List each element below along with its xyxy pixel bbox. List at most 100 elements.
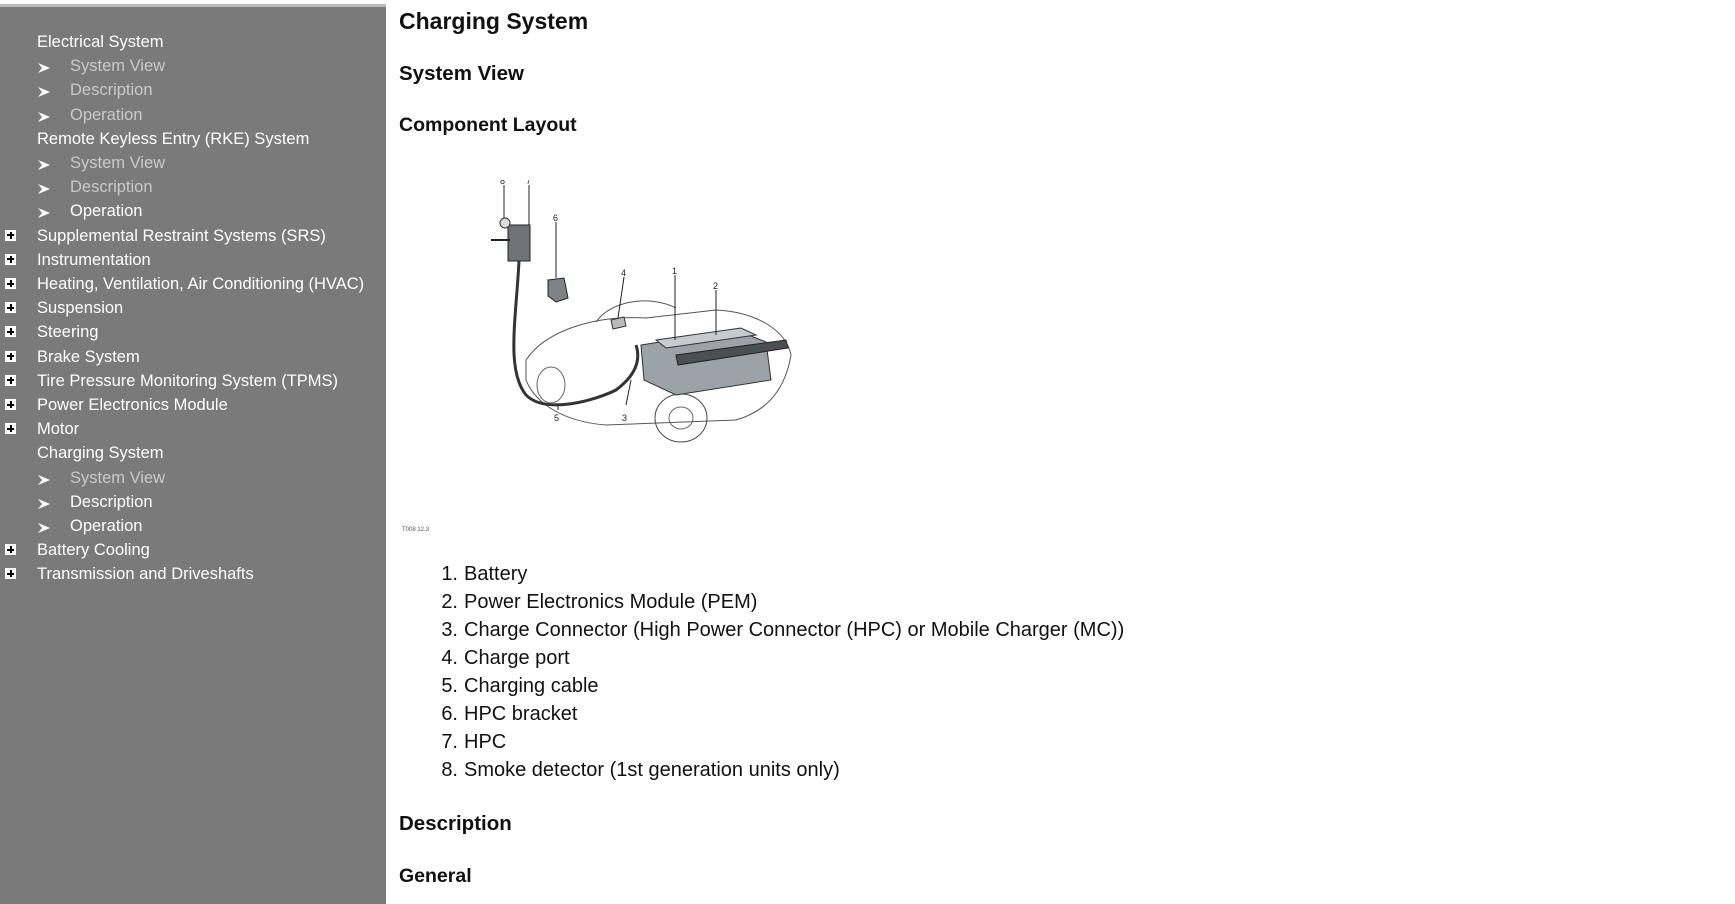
hpc-unit (507, 224, 531, 262)
sidebar-subitem[interactable]: System View (0, 151, 386, 175)
expand-plus-icon[interactable] (5, 568, 16, 580)
sidebar-item-label: Operation (70, 202, 143, 221)
rear-wheel-hub (668, 406, 694, 430)
smoke-detector (499, 217, 511, 229)
sidebar-item[interactable]: Brake System (0, 345, 386, 369)
component-name: Charge port (464, 647, 570, 669)
expand-plus-icon[interactable] (5, 374, 16, 386)
sidebar-subitem[interactable]: System View (0, 466, 386, 490)
sidebar-item-label: Electrical System (37, 33, 164, 51)
sidebar-item-label: System View (70, 468, 166, 487)
sidebar-item-label: Tire Pressure Monitoring System (TPMS) (37, 371, 339, 390)
arrow-right-icon (38, 87, 50, 98)
list-number: 5. (441, 675, 458, 697)
sidebar-subitem[interactable]: Operation (0, 103, 386, 127)
component-name: HPC bracket (464, 703, 578, 725)
arrow-right-icon (38, 184, 50, 195)
sidebar-item-label: Instrumentation (37, 250, 151, 269)
section-component-layout-heading: Component Layout (399, 114, 577, 136)
sidebar-item-label: Operation (70, 517, 143, 535)
sidebar-item-label: Transmission and Driveshafts (37, 565, 254, 584)
sidebar-item-label: Power Electronics Module (37, 396, 228, 414)
expand-plus-icon[interactable] (5, 326, 16, 338)
component-name: HPC (464, 731, 507, 753)
list-number: 2. (441, 591, 458, 613)
list-number: 8. (441, 759, 458, 781)
sidebar-item-label: Battery Cooling (37, 541, 150, 560)
hpc-bracket (547, 277, 569, 303)
callout-1: 1 (672, 266, 677, 276)
callout-2: 2 (713, 281, 718, 291)
sidebar-item[interactable]: Supplemental Restraint Systems (SRS) (0, 224, 386, 248)
callout-7: 7 (526, 180, 531, 186)
sidebar-item[interactable]: Charging System (0, 441, 386, 465)
sidebar-subitem[interactable]: Description (0, 175, 386, 199)
sidebar-item[interactable]: Motor (0, 417, 386, 441)
expand-plus-icon[interactable] (5, 423, 16, 435)
sidebar-item[interactable]: Power Electronics Module (0, 393, 386, 417)
car-windshield (595, 300, 677, 323)
battery-top (654, 327, 758, 349)
sidebar-item[interactable]: Tire Pressure Monitoring System (TPMS) (0, 369, 386, 393)
expand-plus-icon[interactable] (5, 302, 16, 314)
expand-plus-icon[interactable] (5, 399, 16, 410)
expand-plus-icon[interactable] (5, 278, 16, 289)
expand-plus-icon[interactable] (5, 253, 16, 265)
list-number: 1. (441, 563, 458, 585)
arrow-right-icon (38, 474, 50, 485)
list-number: 3. (441, 619, 458, 641)
sidebar-item-label: Suspension (37, 299, 124, 318)
sidebar-subitem[interactable]: Description (0, 490, 386, 514)
sidebar-subitem[interactable]: Description (0, 78, 386, 102)
sidebar-item[interactable]: Heating, Ventilation, Air Conditioning (… (0, 272, 386, 296)
content-pane: Charging System System View Component La… (386, 0, 1735, 904)
sidebar-item-label: Description (70, 178, 153, 197)
sidebar-item-label: Steering (37, 323, 99, 342)
sidebar-item-label: System View (70, 57, 166, 76)
sidebar-item-label: Brake System (37, 347, 140, 366)
arrow-right-icon (38, 498, 50, 509)
component-name: Power Electronics Module (PEM) (464, 591, 758, 613)
arrow-right-icon (38, 523, 50, 533)
callout-5: 5 (554, 413, 559, 423)
callout-3: 3 (622, 413, 627, 423)
sidebar-item[interactable]: Instrumentation (0, 248, 386, 272)
component-name: Battery (464, 563, 528, 585)
power-electronics-module (675, 339, 789, 366)
component-name: Smoke detector (1st generation units onl… (464, 759, 840, 781)
callout-8: 8 (500, 180, 505, 186)
figure-code: T008 12.3 (402, 527, 430, 533)
expand-plus-icon[interactable] (5, 350, 16, 362)
charging-cable (512, 260, 640, 407)
sidebar-subitem[interactable]: Operation (0, 199, 386, 223)
sidebar-top-border (0, 4, 386, 7)
section-description-heading: Description (399, 812, 512, 835)
sidebar-item-label: Charging System (37, 444, 164, 463)
sidebar-item[interactable]: Transmission and Driveshafts (0, 562, 386, 586)
section-general-heading: General (399, 865, 472, 887)
sidebar-subitem[interactable]: Operation (0, 514, 386, 538)
sidebar-item-label: System View (70, 154, 166, 172)
sidebar-item-label: Description (70, 81, 153, 100)
sidebar-item-label: Supplemental Restraint Systems (SRS) (37, 226, 326, 245)
arrow-right-icon (38, 160, 50, 170)
callout-4: 4 (621, 268, 626, 278)
expand-plus-icon[interactable] (5, 544, 16, 556)
sidebar-item[interactable]: Steering (0, 320, 386, 344)
sidebar-item[interactable]: Battery Cooling (0, 538, 386, 562)
sidebar-item-label: Motor (37, 420, 80, 439)
callout-6: 6 (553, 213, 558, 223)
component-name: Charging cable (464, 675, 599, 697)
sidebar-subitem[interactable]: System View (0, 54, 386, 78)
expand-plus-icon[interactable] (5, 229, 16, 241)
arrow-right-icon (38, 63, 50, 74)
sidebar-item[interactable]: Electrical System (0, 30, 386, 54)
sidebar-item-label: Remote Keyless Entry (RKE) System (37, 129, 310, 148)
charge-port (610, 316, 627, 330)
sidebar-item[interactable]: Suspension (0, 296, 386, 320)
front-wheel (536, 366, 566, 404)
sidebar-item[interactable]: Remote Keyless Entry (RKE) System (0, 127, 386, 151)
arrow-right-icon (38, 208, 50, 219)
sidebar-item-label: Operation (70, 105, 143, 124)
